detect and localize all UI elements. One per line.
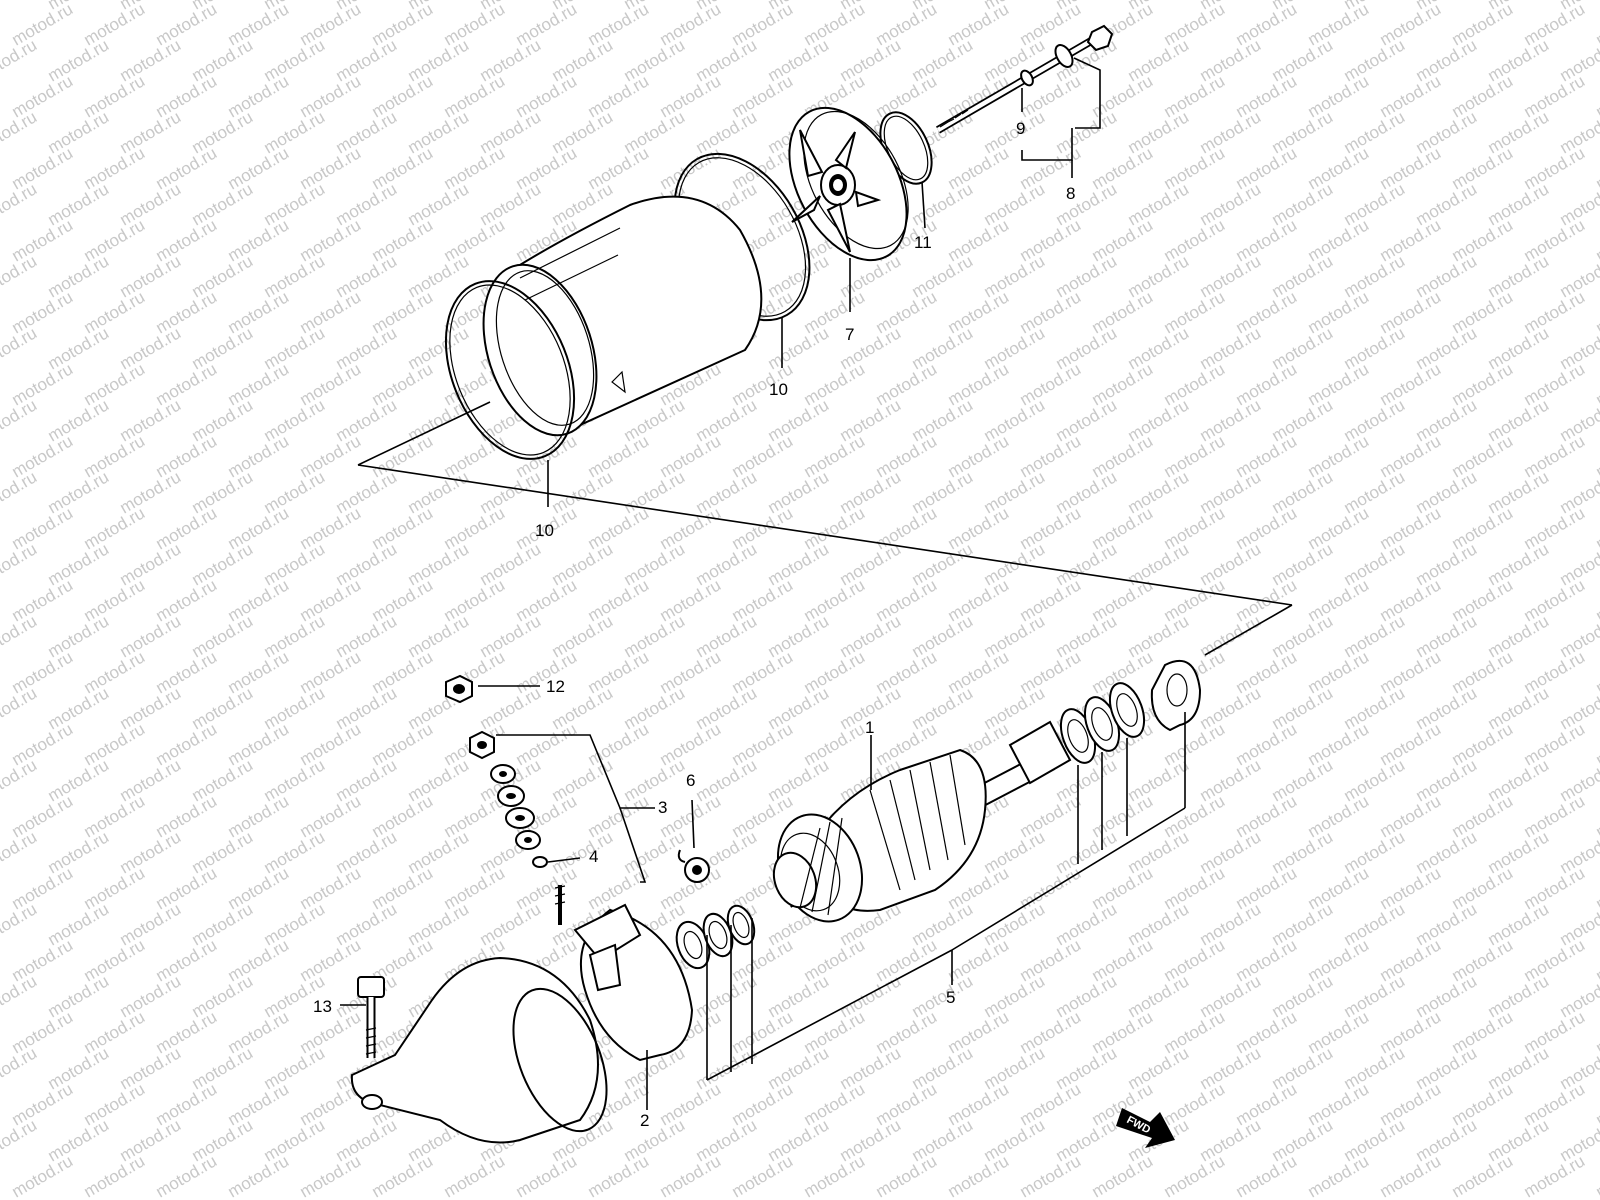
assembly-link-line [357,401,491,466]
watermark-text: motod.ru [1593,143,1600,193]
nut-12 [445,674,473,704]
watermark-text: motod.ru [0,971,40,1021]
watermark-text: motod.ru [1593,287,1600,337]
rear-housing [350,956,608,1144]
watermark-text: motod.ru [441,1151,509,1200]
watermark-text: motod.ru [585,1151,653,1200]
watermark-text: motod.ru [0,467,40,517]
watermark-text: motod.ru [1593,1151,1600,1200]
callout-2: 2 [640,1111,649,1130]
callout-10-front: 10 [535,521,554,540]
watermark-text: motod.ru [945,1151,1013,1200]
watermark-text: motod.ru [1593,791,1600,841]
watermark-text: motod.ru [1377,1151,1445,1200]
watermark-text: motod.ru [0,1043,40,1093]
upper-assembly [444,24,1114,507]
watermark-text: motod.ru [1305,1151,1373,1200]
watermark-text: motod.ru [873,1151,941,1200]
callout-11: 11 [914,233,932,252]
watermark-text: motod.ru [729,1151,797,1200]
watermark-text: motod.ru [0,251,40,301]
watermark-text: motod.ru [1593,359,1600,409]
watermark-text: motod.ru [0,827,40,877]
armature-washers-front [675,904,756,970]
watermark-text: motod.ru [1593,575,1600,625]
callout-6: 6 [686,771,695,790]
watermark-text: motod.ru [297,1151,365,1200]
watermark-text: motod.ru [153,1151,221,1200]
watermark-text: motod.ru [1593,0,1600,49]
watermark-text: motod.ru [0,611,40,661]
watermark-text: motod.ru [1593,647,1600,697]
watermark-text: motod.ru [657,1151,725,1200]
end-cover [788,106,909,262]
watermark-text: motod.ru [0,395,40,445]
watermark-text: motod.ru [1593,863,1600,913]
watermark-text: motod.ru [0,755,40,805]
watermark-text: motod.ru [1017,1151,1085,1200]
callout-labels: 1 2 3 4 5 6 7 8 9 10 10 11 12 13 [313,119,1075,1130]
lower-assembly: FWD [340,659,1202,1148]
watermark-text: motod.ru [1449,1151,1517,1200]
watermark-text: motod.ru [1593,719,1600,769]
screw-13 [357,976,385,1058]
watermark-text: motod.ru [0,1115,40,1165]
watermark-text: motod.ru [0,539,40,589]
armature [772,720,1072,923]
watermark-text: motod.ru [1593,431,1600,481]
watermark-text: motod.ru [1089,1151,1157,1200]
watermark-text: motod.ru [1521,1151,1589,1200]
callout-10-top: 10 [769,380,788,399]
yoke-housing [482,195,763,437]
watermark-text: motod.ru [0,35,40,85]
callout-12: 12 [546,677,565,696]
callout-8: 8 [1066,184,1075,203]
brush-holder [554,885,694,1062]
watermark-text: motod.ru [0,899,40,949]
watermark-text: motod.ru [1593,71,1600,121]
callout-1: 1 [865,718,874,737]
watermark-text: motod.ru [801,1151,869,1200]
watermark-text: motod.ru [81,1151,149,1200]
watermark-text: motod.ru [0,683,40,733]
brush-spring [677,849,710,883]
watermark-text: motod.ru [513,1151,581,1200]
callout-9: 9 [1016,119,1025,138]
callout-3: 3 [658,798,667,817]
watermark-text: motod.ru [1593,1007,1600,1057]
watermark-text: motod.ru [0,323,40,373]
o-ring-10-front [444,280,576,460]
watermark-text: motod.ru [1593,1079,1600,1129]
callout-7: 7 [845,325,854,344]
watermark-text: motod.ru [1593,503,1600,553]
watermark-text: motod.ru [225,1151,293,1200]
callout-13: 13 [313,997,332,1016]
watermark-text: motod.ru [0,107,40,157]
through-bolt [935,24,1114,134]
watermark-text: motod.ru [1593,215,1600,265]
watermark-text: motod.ru [0,0,40,13]
terminal-kit [469,730,548,868]
watermark-text: motod.ru [9,1151,77,1200]
callout-5: 5 [946,988,955,1007]
watermark-text: motod.ru [369,1151,437,1200]
armature-washers-rear [1059,659,1202,764]
watermark-text: motod.ru [1593,935,1600,985]
watermark-text: motod.ru [1161,1151,1229,1200]
watermark-text: motod.ru [1233,1151,1301,1200]
callout-4: 4 [589,847,598,866]
watermark-text: motod.ru [0,179,40,229]
